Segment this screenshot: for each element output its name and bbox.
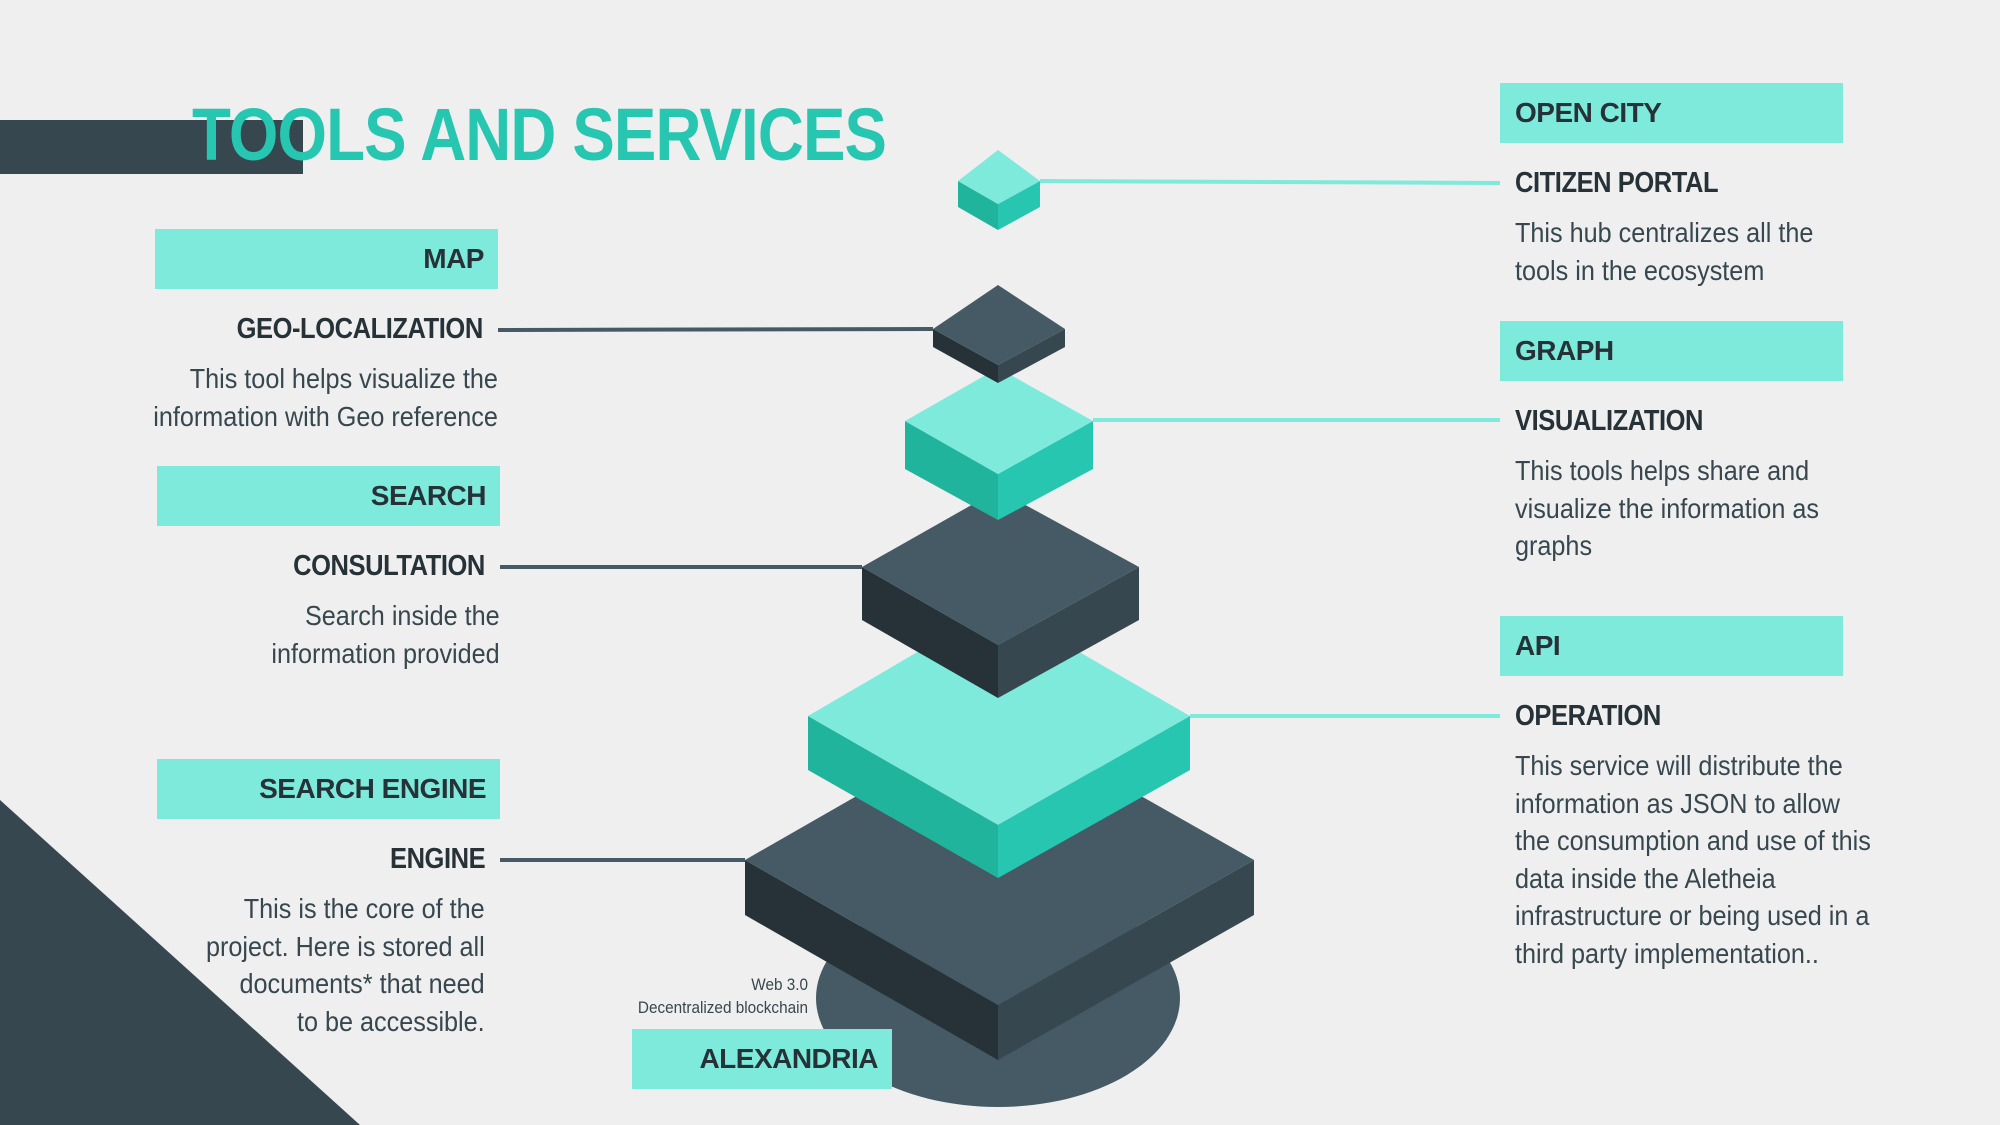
description-geo-localization: This tool helps visualize the informatio… (153, 360, 498, 435)
label-open-city-text: OPEN CITY (1515, 97, 1661, 129)
subtitle-geo-localization: GEO-LOCALIZATION (237, 313, 483, 346)
label-search-engine-text: SEARCH ENGINE (259, 773, 486, 805)
layer-graph (905, 368, 1093, 520)
label-search-engine: SEARCH ENGINE (157, 759, 500, 819)
connector-citizen-portal (1040, 181, 1500, 183)
layer-map (933, 285, 1065, 383)
subtitle-operation: OPERATION (1515, 700, 1661, 733)
description-engine: This is the core of the project. Here is… (206, 890, 485, 1040)
description-citizen-portal: This hub centralizes all the tools in th… (1515, 214, 1813, 289)
label-open-city: OPEN CITY (1500, 83, 1843, 143)
label-map-text: MAP (423, 243, 484, 275)
label-search-text: SEARCH (371, 480, 486, 512)
label-api-text: API (1515, 630, 1560, 662)
label-alexandria: ALEXANDRIA (632, 1029, 892, 1089)
base-note: Web 3.0 Decentralized blockchain (638, 973, 808, 1019)
subtitle-visualization: VISUALIZATION (1515, 405, 1703, 438)
description-operation: This service will distribute the informa… (1515, 747, 1871, 972)
label-graph: GRAPH (1500, 321, 1843, 381)
label-graph-text: GRAPH (1515, 335, 1614, 367)
label-alexandria-text: ALEXANDRIA (699, 1043, 878, 1075)
label-search: SEARCH (157, 466, 500, 526)
subtitle-engine: ENGINE (390, 843, 485, 876)
subtitle-citizen-portal: CITIZEN PORTAL (1515, 167, 1718, 200)
subtitle-consultation: CONSULTATION (293, 550, 485, 583)
label-api: API (1500, 616, 1843, 676)
connector-geo-localization (498, 329, 933, 330)
layer-open-city (958, 150, 1040, 230)
description-consultation: Search inside the information provided (272, 597, 500, 672)
label-map: MAP (155, 229, 498, 289)
description-visualization: This tools helps share and visualize the… (1515, 452, 1819, 565)
